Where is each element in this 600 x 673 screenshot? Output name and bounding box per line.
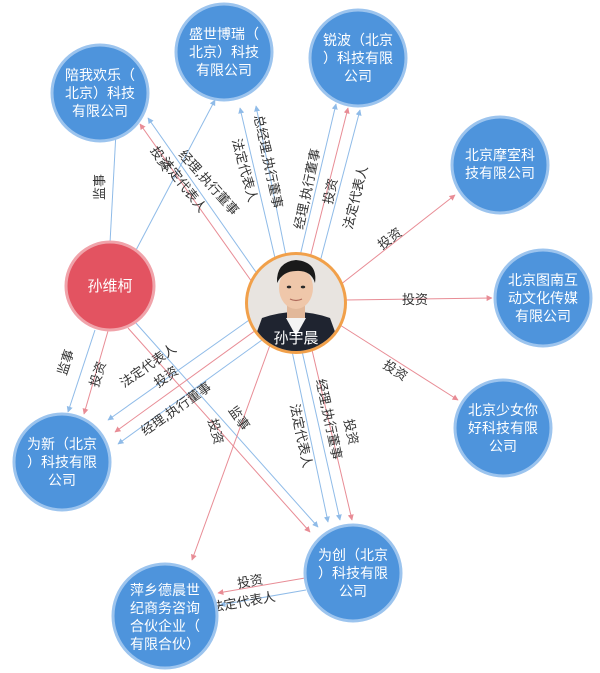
edge-weike-weixin-sup [66,329,96,413]
label-yuchen-ruibo-legal: 法定代表人 [341,164,371,231]
edge-yuchen-weichuang-inv [311,349,354,521]
node-pingxiang-line4: 有限合伙） [130,637,200,653]
edge-weike-shengshi [134,99,216,253]
edge-yuchen-tunan [344,295,493,302]
node-moshi[interactable]: 北京摩室科 技有限公司 [450,115,550,215]
nodes: 陪我欢乐（ 北京）科技 有限公司 盛世博瑞（ 北京）科技 有限公司 锐波（北京 … [12,2,593,670]
edge-yuchen-weixin-mgr [117,339,263,445]
edge-yuchen-shengshi-mgr [254,105,287,257]
node-shaonv-line3: 公司 [489,439,517,455]
node-tunan-line2: 动文化传媒 [508,291,578,307]
node-shaonv[interactable]: 北京少女你 好科技有限 公司 [453,378,553,478]
label-yuchen-ruibo-inv: 投资 [320,177,341,206]
label-weichuang-pingxiang-legal: 法定代表人 [210,590,277,616]
node-weixin[interactable]: 为新（北京 ）科技有限 公司 [12,412,112,512]
node-pingxiang-line2: 纪商务咨询 [130,601,200,617]
edge-yuchen-ruibo-inv [309,107,350,259]
edge-yuchen-weixin-legal [107,317,253,421]
edge-yuchen-moshi [339,194,456,286]
label-weike-weichuang-sup: 监事 [225,404,252,434]
node-shengshi[interactable]: 盛世博瑞（ 北京）科技 有限公司 [174,2,274,102]
edge-weichuang-pingxiang-inv [217,577,306,596]
edge-yuchen-peiwo-inv [139,123,253,283]
node-moshi-line1: 北京摩室科 [465,147,535,164]
edge-yuchen-shaonv [339,324,459,401]
label-yuchen-tunan: 投资 [402,292,428,308]
node-peiwo-line1: 陪我欢乐（ [65,68,135,84]
label-yuchen-moshi: 投资 [375,225,405,253]
label-yuchen-weichuang-mgr: 经理,执行董事 [312,378,344,461]
label-weike-weixin-inv: 投资 [87,360,110,390]
edge-yuchen-weichuang-legal [301,350,342,521]
edge-yuchen-pingxiang [191,344,271,561]
edge-weike-peiwo [109,131,119,244]
node-sun-yuchen-label: 孙宇晨 [273,329,318,347]
node-pingxiang-line1: 萍乡德晨世 [130,583,200,599]
node-weixin-line3: 公司 [48,473,76,489]
label-weike-weixin-sup: 监事 [56,348,78,377]
edge-yuchen-shengshi-rep [238,107,276,259]
edge-yuchen-weixin-inv [114,329,257,433]
node-weichuang-line1: 为创（北京 [318,548,388,564]
label-weichuang-pingxiang-inv: 投资 [236,572,264,592]
edge-weichuang-pingxiang-legal [219,589,307,608]
node-weichuang-line2: ）科技有限 [318,566,388,582]
node-peiwo[interactable]: 陪我欢乐（ 北京）科技 有限公司 [50,43,150,143]
edge-yuchen-peiwo-legal [147,117,259,276]
node-pingxiang[interactable]: 萍乡德晨世 纪商务咨询 合伙企业（ 有限合伙） [111,562,219,670]
node-ruibo-line1: 锐波（北京 [323,33,393,49]
node-sun-weike[interactable]: 孙维柯 [64,240,156,332]
label-yuchen-weichuang-inv: 投资 [340,418,361,447]
avatar [248,255,344,351]
node-shengshi-line1: 盛世博瑞（ [189,26,259,43]
node-tunan-line3: 有限公司 [515,309,571,325]
node-ruibo-line3: 公司 [344,69,372,85]
node-shaonv-line1: 北京少女你 [468,402,538,419]
node-ruibo-line2: ）科技有限 [323,51,393,67]
edge-weike-weixin-inv [82,330,109,415]
label-yuchen-weixin-mgr: 经理,执行董事 [139,380,215,439]
edge-weike-weichuang-sup [134,321,319,528]
label-weike-weichuang-inv: 投资 [204,417,226,446]
node-ruibo[interactable]: 锐波（北京 ）科技有限 公司 [308,8,408,108]
node-weichuang-line3: 公司 [339,584,367,600]
label-yuchen-ruibo-mgr: 经理,执行董事 [292,147,324,230]
node-tunan[interactable]: 北京图南互 动文化传媒 有限公司 [493,248,593,348]
node-weixin-line1: 为新（北京 [27,437,97,453]
node-moshi-line2: 技有限公司 [465,166,535,182]
edge-yuchen-ruibo-mgr [299,103,338,257]
node-peiwo-line2: 北京）科技 [65,86,135,102]
node-weixin-line2: ）科技有限 [27,455,97,471]
node-shengshi-line2: 北京）科技 [189,45,259,61]
edge-yuchen-weichuang-mgr [291,350,330,523]
node-weichuang[interactable]: 为创（北京 ）科技有限 公司 [303,523,403,623]
node-sun-weike-label: 孙维柯 [87,277,132,295]
node-shengshi-line3: 有限公司 [196,63,252,79]
node-shaonv-line2: 好科技有限 [468,421,538,437]
edges [66,99,493,608]
label-yuchen-shaonv: 投资 [380,357,411,385]
node-sun-yuchen[interactable]: 孙宇晨 [245,252,347,354]
node-peiwo-line3: 有限公司 [72,104,128,120]
edge-yuchen-ruibo-legal [319,109,362,263]
node-tunan-line1: 北京图南互 [508,273,578,289]
node-pingxiang-line3: 合伙企业（ [130,618,200,635]
label-weike-peiwo: 监事 [93,174,108,200]
edge-weike-weichuang-inv [127,327,311,533]
